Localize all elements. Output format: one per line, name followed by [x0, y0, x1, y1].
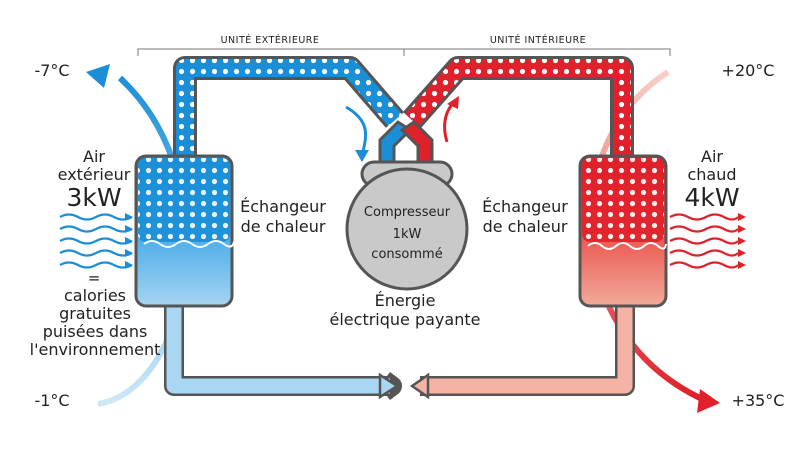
indoor-air-out-arrowhead [697, 389, 720, 413]
outdoor-power: 3kW [66, 183, 122, 212]
left-exchanger-label-2: de chaleur [240, 217, 326, 236]
compressor-label-1: Compresseur [363, 205, 451, 220]
note-line-4: l'environnement [29, 340, 161, 359]
hot-air-label-1: Air [701, 147, 723, 166]
note-line-3: puisées dans [42, 322, 148, 341]
indoor-heat-exchanger [578, 154, 668, 308]
outdoor-air-in-arrows [59, 213, 133, 269]
compressor [345, 160, 469, 291]
hot-air-label-2: chaud [687, 165, 737, 184]
left-exchanger-label-1: Échangeur [240, 197, 326, 216]
cold-flow-arrow [345, 105, 368, 157]
outdoor-temp-in: -1°C [34, 391, 70, 410]
hot-air-out-arrows [669, 213, 739, 269]
equals-sign: = [87, 269, 101, 287]
indoor-temp-out: +35°C [731, 391, 785, 410]
compressor-label-2: 1kW [392, 227, 422, 242]
note-line-2: gratuites [59, 304, 131, 323]
outdoor-air-out-arrowhead [86, 64, 110, 88]
outdoor-heat-exchanger [134, 154, 235, 308]
compressor-ports [378, 120, 434, 167]
header-brackets [137, 48, 671, 56]
right-exchanger-label-2: de chaleur [482, 217, 568, 236]
energy-label-2: électrique payante [329, 310, 481, 329]
outdoor-air-label-2: extérieur [57, 165, 131, 184]
indoor-unit-label: UNITÉ INTÉRIEURE [489, 35, 587, 46]
right-exchanger-label-1: Échangeur [482, 197, 568, 216]
compressor-label-3: consommé [371, 247, 443, 262]
indoor-temp-in: +20°C [721, 61, 775, 80]
note-line-1: calories [63, 286, 127, 305]
outdoor-air-label-1: Air [83, 147, 105, 166]
hot-flow-arrow [443, 100, 456, 143]
outdoor-temp-out: -7°C [34, 61, 70, 80]
indoor-power: 4kW [684, 183, 740, 212]
outdoor-unit-label: UNITÉ EXTÉRIEURE [220, 35, 320, 46]
energy-label-1: Énergie [374, 291, 436, 310]
